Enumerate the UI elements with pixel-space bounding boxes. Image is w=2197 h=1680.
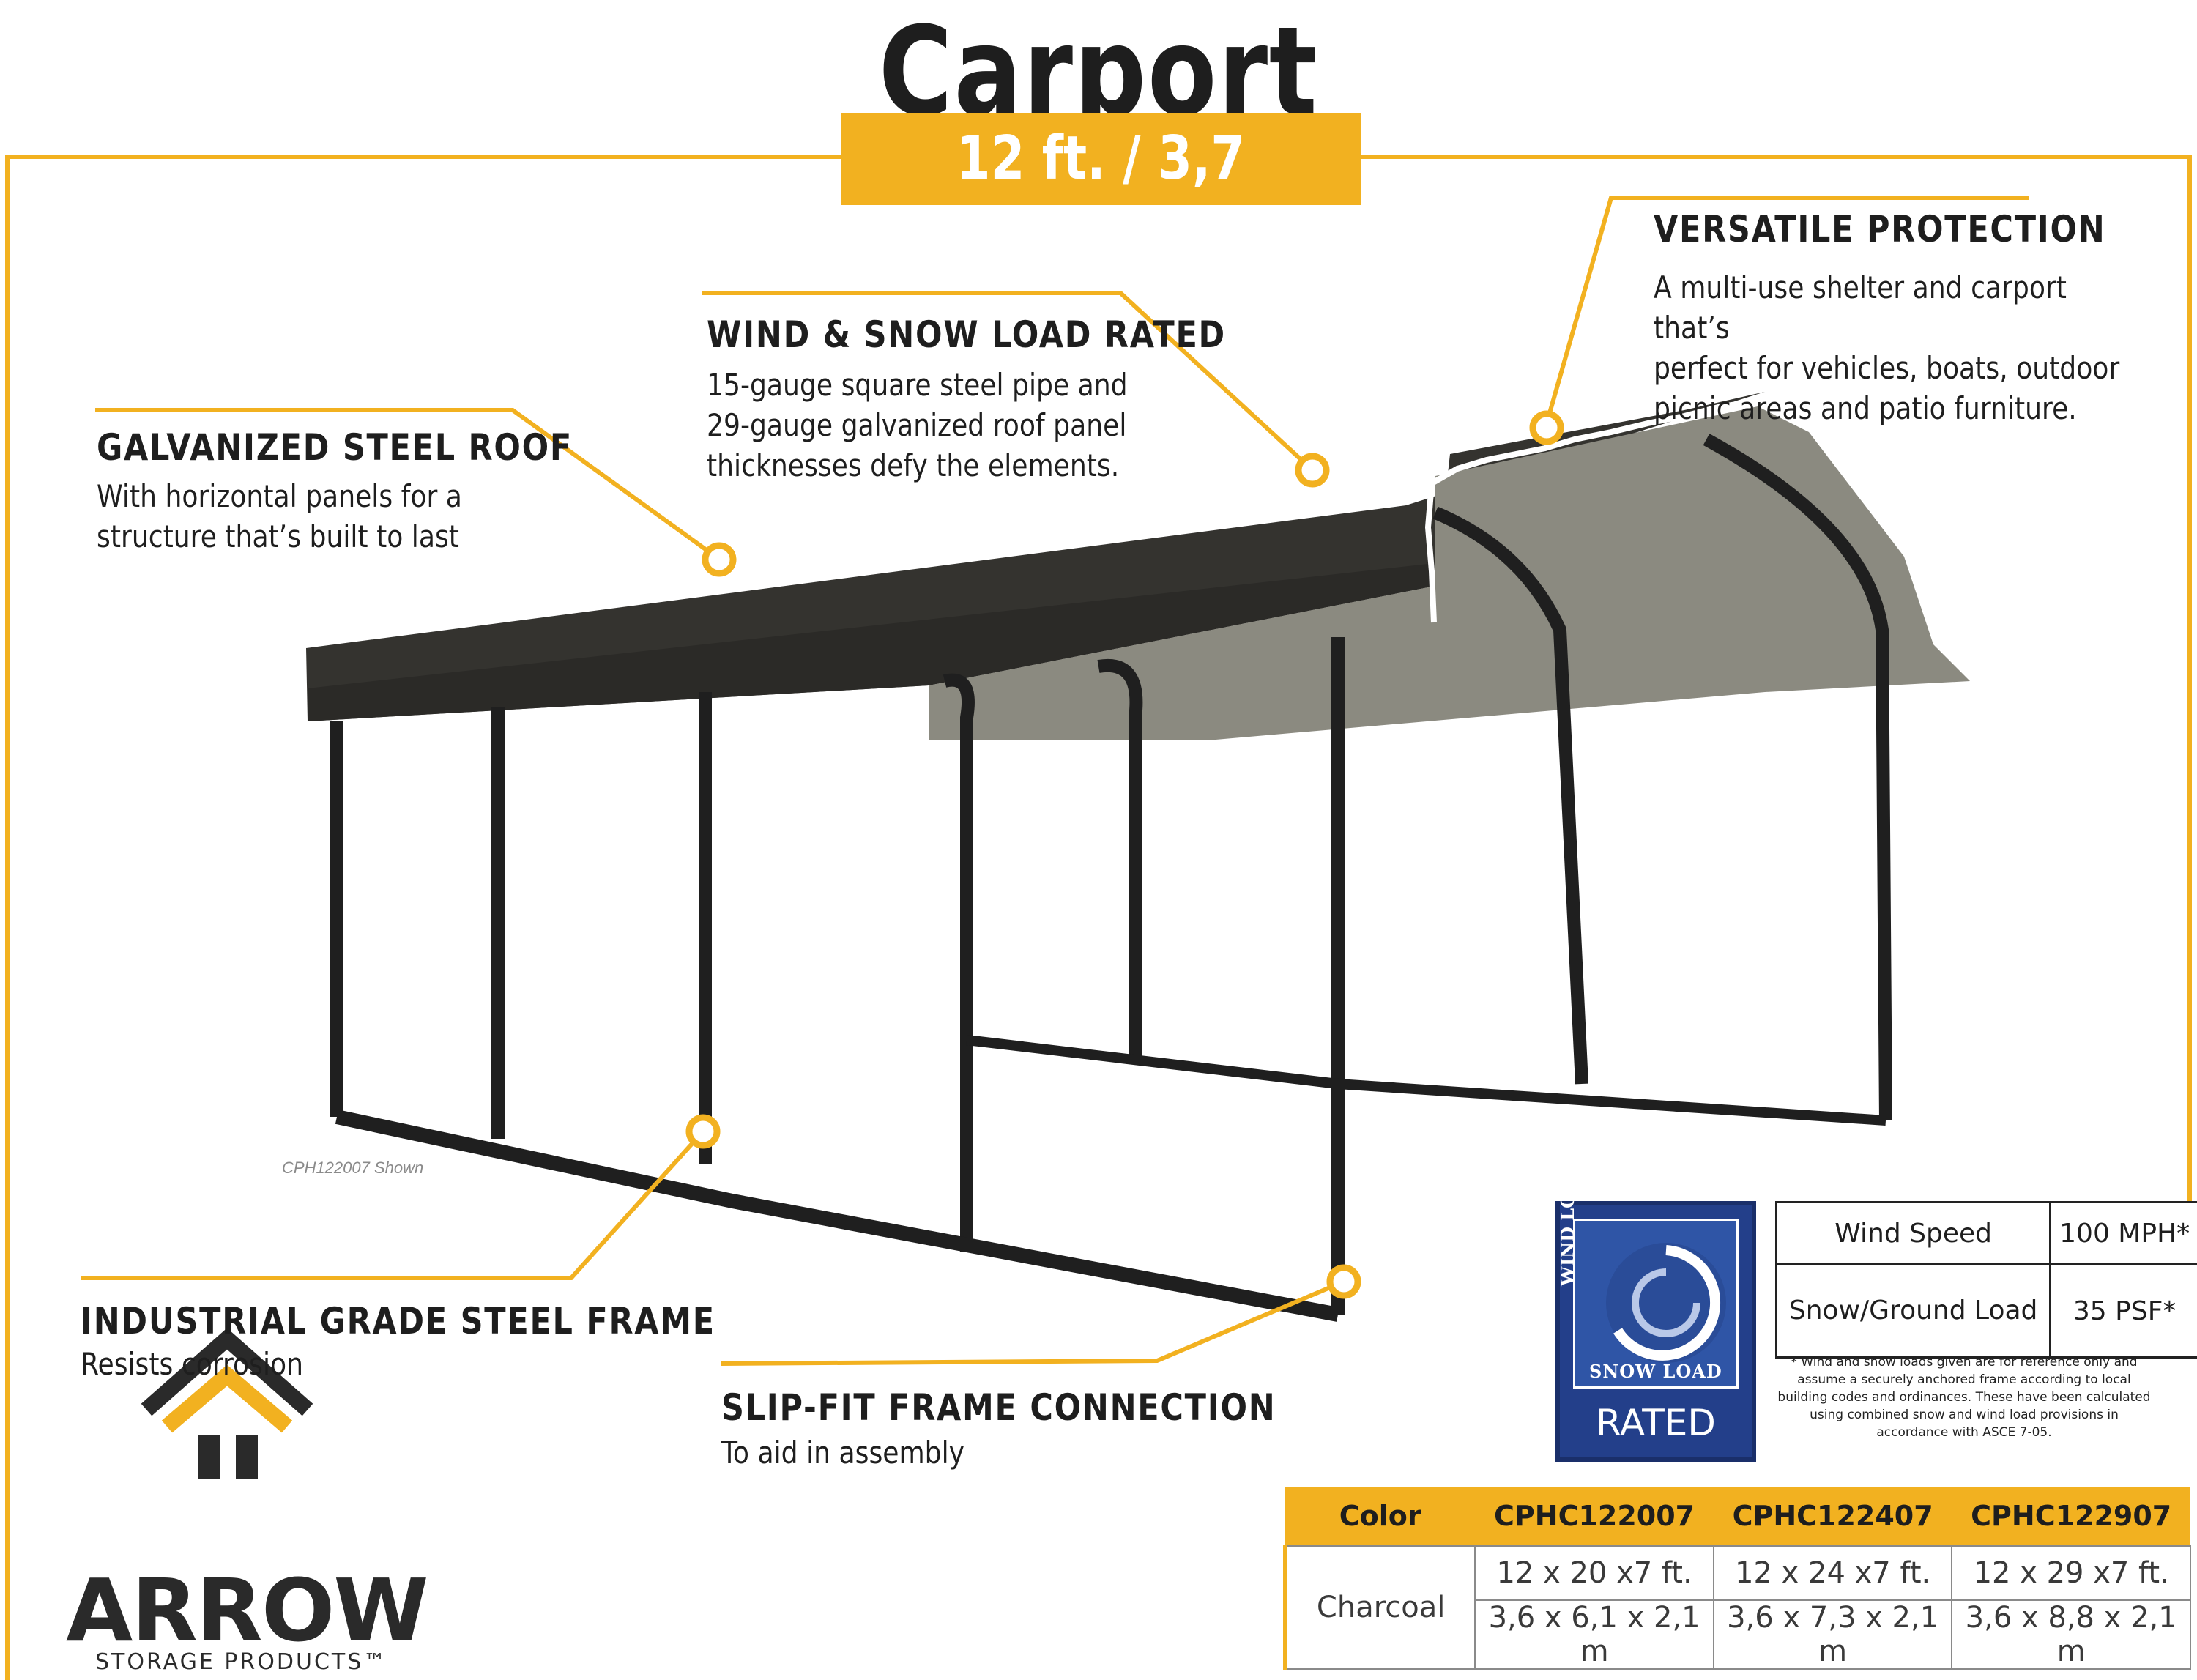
carport-roof-underside — [929, 406, 1970, 740]
metric-size-2: 3,6 x 7,3 x 2,1 m — [1712, 1599, 1953, 1670]
arrow-logo-subtitle: STORAGE PRODUCTS™ — [95, 1649, 388, 1675]
feature-slipfit-body: To aid in assembly — [721, 1435, 965, 1471]
product-caption: CPH122007 Shown — [282, 1159, 424, 1177]
table-row: Charcoal 12 x 20 x7 ft. 12 x 24 x7 ft. 1… — [1282, 1545, 2191, 1670]
roof-corrugation-edge — [1430, 398, 1951, 646]
width-banner-text: 12 ft. / 3,7 WIDE — [956, 124, 1246, 286]
imperial-size-1: 12 x 20 x7 ft. — [1474, 1545, 1714, 1601]
snow-load-label: SNOW LOAD — [1589, 1361, 1722, 1382]
arrow-logo-mark — [141, 1328, 313, 1479]
header-model-3: CPHC122907 — [1952, 1487, 2190, 1546]
callout-lines — [81, 196, 2029, 1366]
snow-load-value: 35 PSF* — [2049, 1263, 2197, 1359]
yellow-border — [5, 155, 2192, 1680]
feature-slipfit-heading: SLIP-FIT FRAME CONNECTION — [721, 1386, 1276, 1429]
width-banner: 12 ft. / 3,7 WIDE — [841, 113, 1361, 286]
load-footnote: * Wind and snow loads given are for refe… — [1777, 1355, 2151, 1440]
callout-dots — [685, 410, 1564, 1299]
snow-load-label-cell: Snow/Ground Load — [1774, 1263, 2052, 1359]
carport-illustration — [306, 392, 1970, 1322]
feature-wind-snow-heading: WIND & SNOW LOAD RATED — [707, 313, 1226, 356]
imperial-size-3: 12 x 29 x7 ft. — [1951, 1545, 2191, 1601]
models-table: Color CPHC122007 CPHC122407 CPHC122907 C… — [1282, 1487, 2191, 1670]
feature-versatile-heading: VERSATILE PROTECTION — [1654, 208, 2106, 250]
rating-badge-emblem — [1573, 1219, 1739, 1389]
imperial-size-2: 12 x 24 x7 ft. — [1712, 1545, 1953, 1601]
header-color: Color — [1285, 1487, 1476, 1546]
table-row: Wind Speed 100 MPH* — [1774, 1201, 2197, 1265]
wind-speed-value: 100 MPH* — [2049, 1201, 2197, 1265]
metric-size-1: 3,6 x 6,1 x 2,1 m — [1474, 1599, 1714, 1670]
rating-badge: WIND LOAD SNOW LOAD RATED — [1555, 1164, 1756, 1462]
table-header-row: Color CPHC122007 CPHC122407 CPHC122907 — [1285, 1487, 2190, 1546]
swirl-icon — [1606, 1243, 1726, 1363]
metric-size-3: 3,6 x 8,8 x 2,1 m — [1951, 1599, 2191, 1670]
header-model-2: CPHC122407 — [1713, 1487, 1952, 1546]
wind-speed-label: Wind Speed — [1774, 1201, 2052, 1265]
base-rail — [335, 1110, 1339, 1322]
color-cell: Charcoal — [1282, 1545, 1476, 1670]
feature-roof-body: With horizontal panels for a structure t… — [97, 478, 462, 554]
feature-frame-heading: INDUSTRIAL GRADE STEEL FRAME — [81, 1300, 715, 1342]
feature-versatile-body: A multi-use shelter and carport that’s p… — [1654, 270, 2120, 426]
rated-label: RATED — [1596, 1402, 1716, 1444]
feature-frame-body: Resists corrosion — [81, 1346, 304, 1382]
table-row: Snow/Ground Load 35 PSF* — [1774, 1263, 2197, 1359]
load-spec-table: Wind Speed 100 MPH* Snow/Ground Load 35 … — [1774, 1201, 2197, 1359]
feature-wind-snow-body: 15-gauge square steel pipe and 29-gauge … — [707, 367, 1128, 483]
wind-load-label: WIND LOAD — [1557, 1164, 1578, 1287]
feature-roof-heading: GALVANIZED STEEL ROOF — [97, 426, 573, 469]
table-row: 3,6 x 6,1 x 2,1 m 3,6 x 7,3 x 2,1 m 3,6 … — [1285, 1599, 2191, 1670]
arrow-logo-text: ARROW — [66, 1560, 429, 1661]
carport-roof — [306, 392, 1765, 721]
header-model-1: CPHC122007 — [1475, 1487, 1714, 1546]
